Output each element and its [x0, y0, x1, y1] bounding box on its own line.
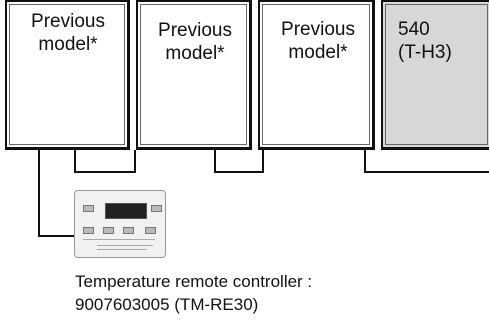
- controller-button: [83, 205, 94, 212]
- unit-label: Previous model*: [158, 20, 232, 64]
- unit-box-previous-model-2: Previous model*: [136, 0, 252, 150]
- wire-unit2-unit3: [214, 150, 264, 173]
- unit-label: Previous model*: [281, 19, 355, 63]
- unit-label: 540 (T-H3): [398, 19, 452, 63]
- unit-box-previous-model-3: Previous model*: [258, 0, 375, 150]
- wire-unit1-controller: [38, 150, 74, 237]
- controller-caption: Temperature remote controller : 90076030…: [75, 272, 313, 314]
- controller-button: [103, 227, 114, 234]
- unit-box-previous-model-1: Previous model*: [5, 0, 130, 150]
- unit-label: Previous model*: [31, 11, 105, 55]
- controller-button: [145, 227, 156, 234]
- unit-box-540: 540 (T-H3): [381, 0, 489, 150]
- controller-button: [123, 227, 134, 234]
- controller-button: [83, 227, 94, 234]
- controller-display: [105, 203, 147, 219]
- wire-unit3-unit4: [364, 150, 489, 173]
- wire-unit1-unit2: [74, 150, 136, 173]
- remote-controller-icon: [74, 190, 166, 258]
- controller-divider: [97, 249, 147, 250]
- controller-button: [151, 205, 162, 212]
- controller-divider: [97, 245, 153, 246]
- controller-divider: [83, 239, 155, 240]
